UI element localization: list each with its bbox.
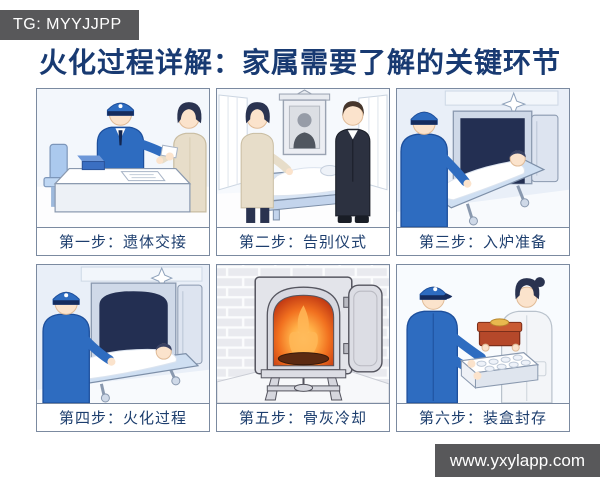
step2-caption: 第二步：告别仪式 bbox=[217, 227, 389, 255]
step4-caption: 第四步：火化过程 bbox=[37, 403, 209, 431]
step1-caption: 第一步：遗体交接 bbox=[37, 227, 209, 255]
step-panel-1: 第一步：遗体交接 bbox=[36, 88, 210, 256]
step-panel-3: 第三步：入炉准备 bbox=[396, 88, 570, 256]
step6-art bbox=[397, 265, 569, 403]
step3-caption: 第三步：入炉准备 bbox=[397, 227, 569, 255]
step1-art bbox=[37, 89, 209, 227]
step-panel-4: 第四步：火化过程 bbox=[36, 264, 210, 432]
step4-art bbox=[37, 265, 209, 403]
step-panel-2: 第二步：告别仪式 bbox=[216, 88, 390, 256]
boxing-and-sealing-illustration bbox=[397, 265, 569, 403]
cremation-process-illustration bbox=[37, 265, 209, 403]
furnace-preparation-illustration bbox=[397, 89, 569, 227]
step3-art bbox=[397, 89, 569, 227]
telegram-badge: TG: MYYJJPP bbox=[0, 10, 139, 40]
step-panel-6: 第六步：装盒封存 bbox=[396, 264, 570, 432]
body-handover-illustration bbox=[37, 89, 209, 227]
page-title: 火化过程详解：家属需要了解的关键环节 bbox=[38, 47, 561, 78]
step5-art bbox=[217, 265, 389, 403]
step6-caption: 第六步：装盒封存 bbox=[397, 403, 569, 431]
step2-art bbox=[217, 89, 389, 227]
website-watermark: www.yxylapp.com bbox=[434, 444, 600, 477]
ash-cooling-illustration bbox=[217, 265, 389, 403]
step-panel-5: 第五步：骨灰冷却 bbox=[216, 264, 390, 432]
step5-caption: 第五步：骨灰冷却 bbox=[217, 403, 389, 431]
steps-grid: 第一步：遗体交接 bbox=[36, 88, 570, 432]
farewell-ceremony-illustration bbox=[217, 89, 389, 227]
